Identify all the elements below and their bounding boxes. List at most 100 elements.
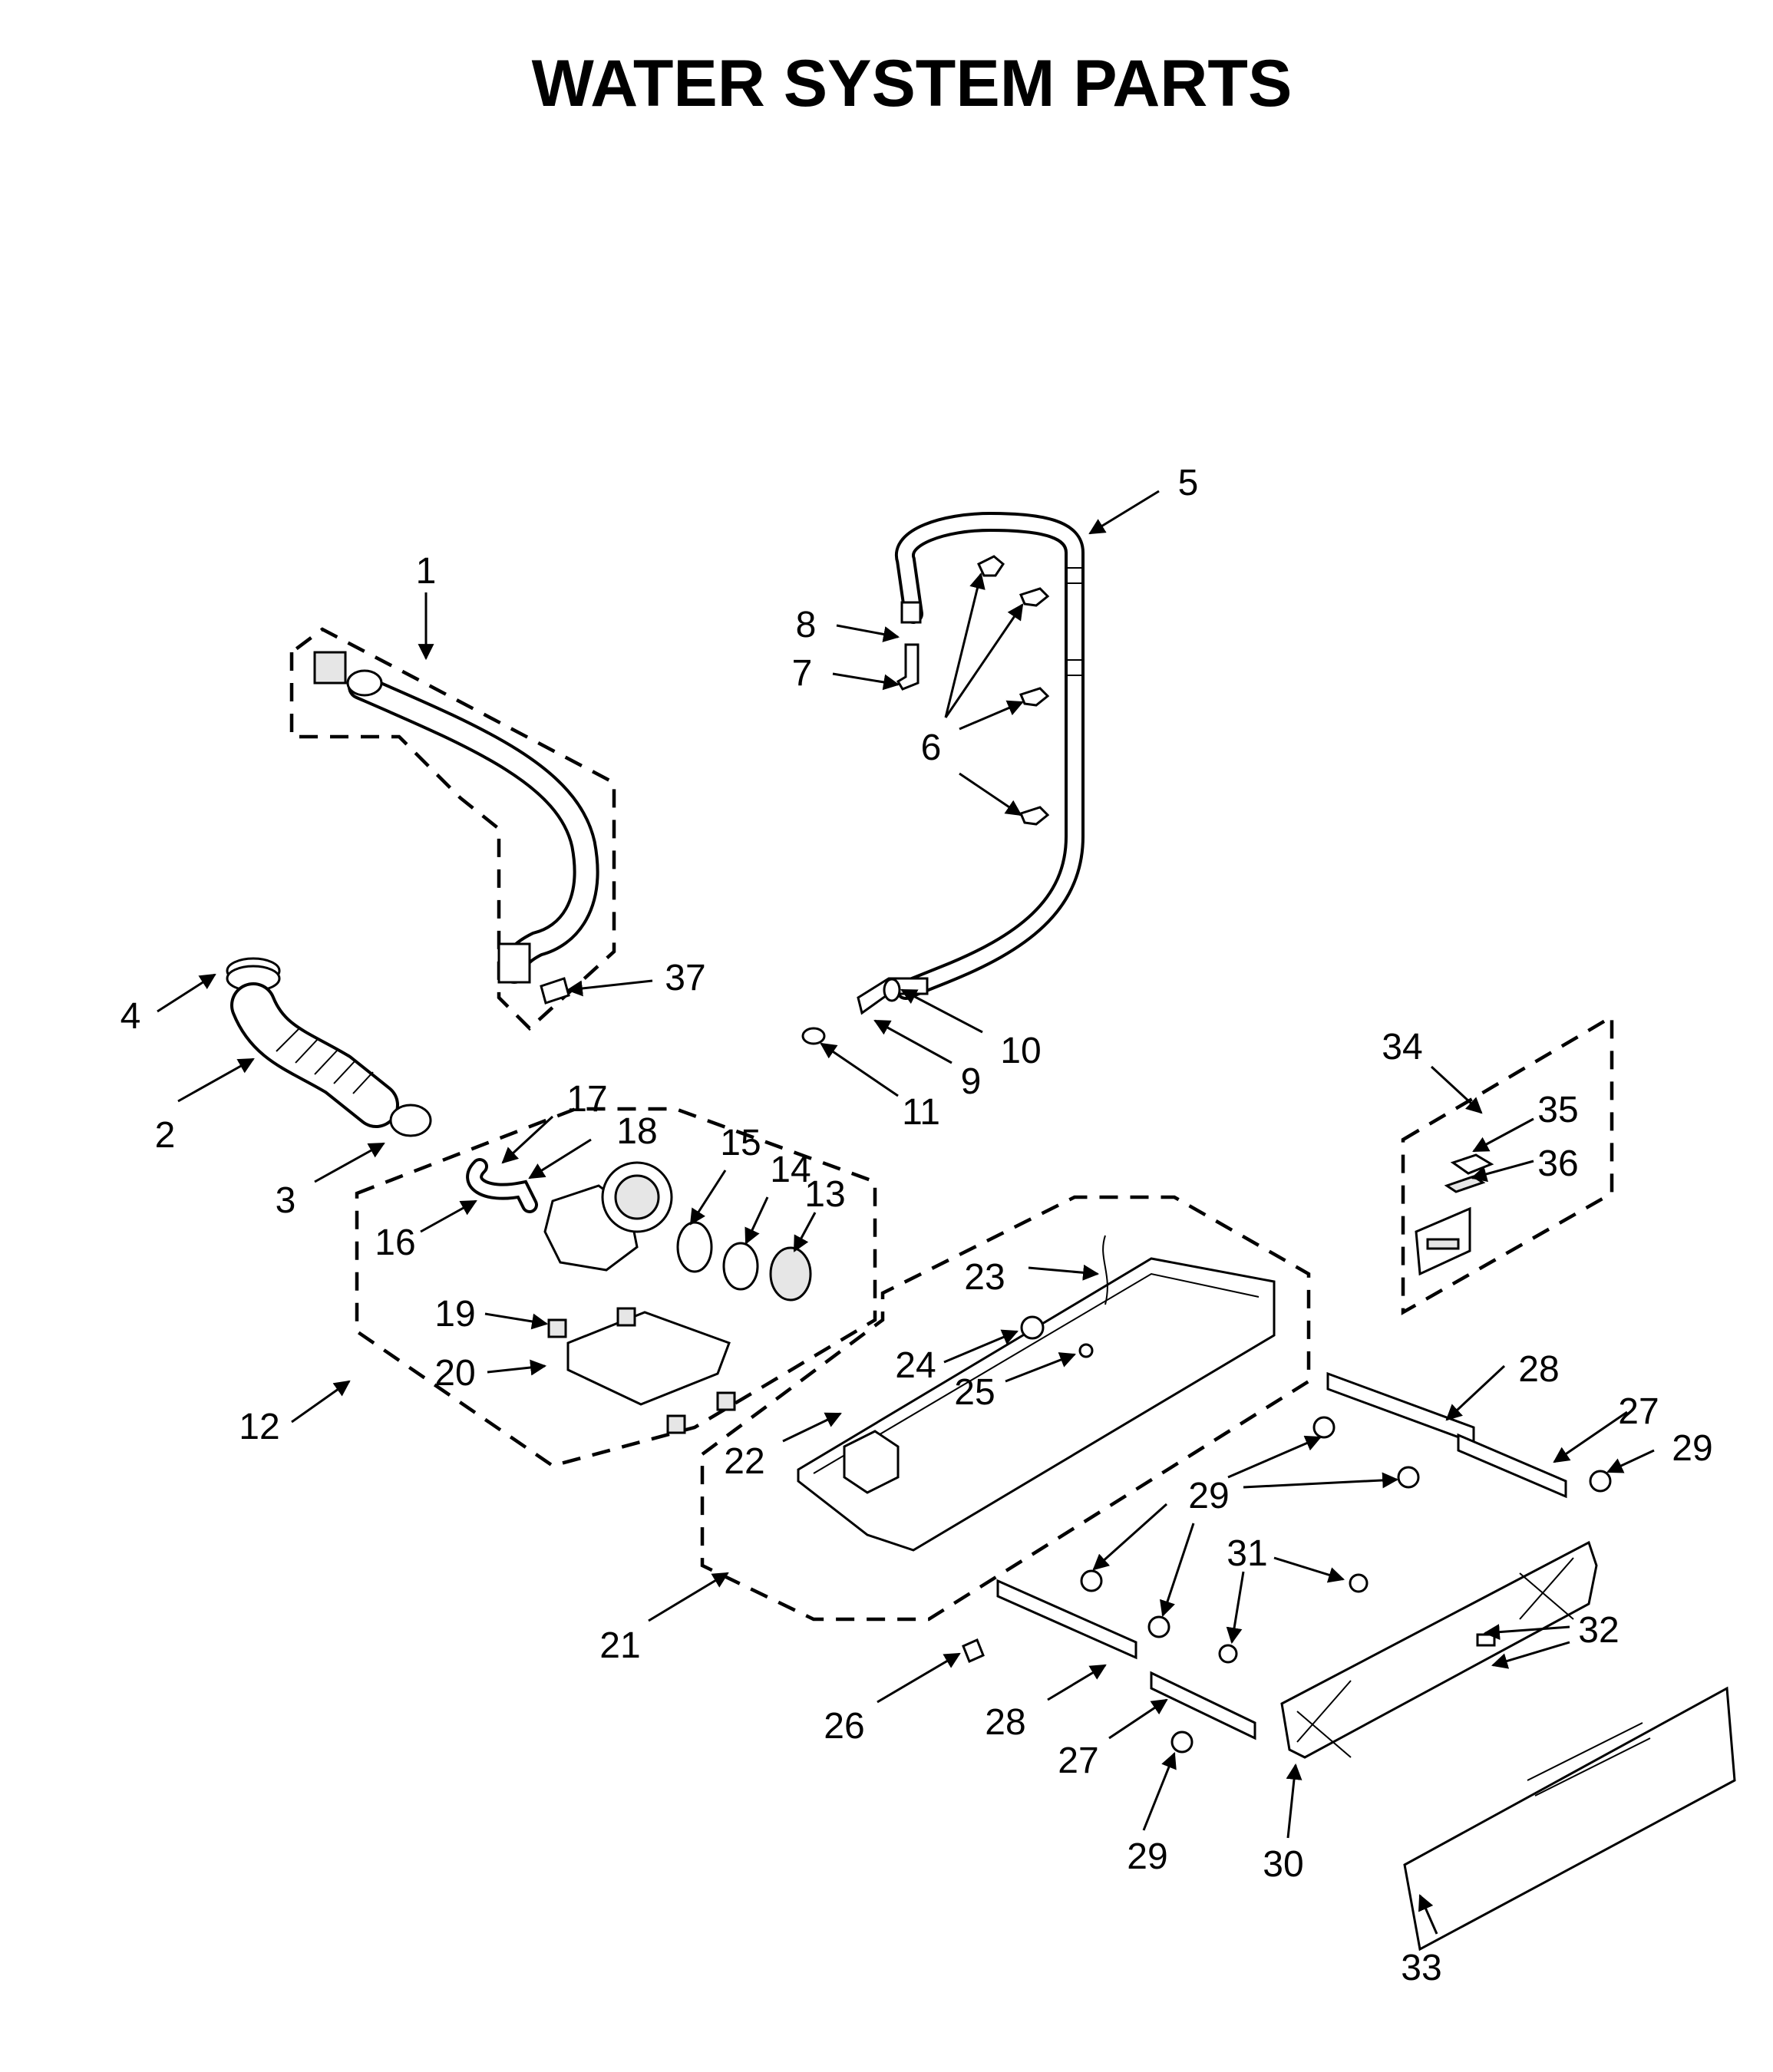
drawer-front-33 bbox=[1403, 1686, 1736, 1952]
leader-6b bbox=[944, 603, 1024, 718]
leader-29d bbox=[1092, 1503, 1168, 1571]
leader-3 bbox=[314, 1142, 385, 1183]
leader-31b bbox=[1226, 1571, 1245, 1645]
callout-18: 18 bbox=[616, 1111, 657, 1152]
callout-27a: 27 bbox=[1618, 1391, 1659, 1432]
callout-21: 21 bbox=[599, 1625, 640, 1666]
callout-24: 24 bbox=[895, 1345, 936, 1386]
part-25-shape bbox=[1078, 1343, 1094, 1358]
mounting-plate bbox=[566, 1311, 731, 1406]
screw-29f bbox=[1170, 1731, 1194, 1754]
grommet-20a bbox=[547, 1318, 567, 1338]
callout-27b: 27 bbox=[1058, 1740, 1098, 1781]
drain-hose-assembly bbox=[289, 627, 616, 1031]
callout-29c: 29 bbox=[1127, 1836, 1167, 1877]
leader-25 bbox=[1005, 1352, 1076, 1383]
leader-14 bbox=[745, 1196, 769, 1245]
leader-11 bbox=[820, 1042, 899, 1097]
leader-21 bbox=[648, 1572, 729, 1622]
leader-29f bbox=[1142, 1752, 1177, 1831]
leader-23 bbox=[1028, 1264, 1100, 1281]
leader-24 bbox=[943, 1329, 1019, 1364]
part-37-shape bbox=[540, 977, 570, 1005]
callout-20: 20 bbox=[434, 1353, 475, 1394]
drawer-assembly bbox=[996, 1371, 1736, 1952]
callout-29b: 29 bbox=[1188, 1476, 1229, 1516]
leader-2 bbox=[177, 1057, 255, 1103]
leader-36 bbox=[1470, 1160, 1534, 1183]
rail-28-right bbox=[1326, 1371, 1475, 1445]
clip-6-set bbox=[977, 555, 1050, 826]
callout-2: 2 bbox=[155, 1115, 176, 1156]
leader-6c bbox=[959, 700, 1024, 731]
drawer-frame-30 bbox=[1280, 1540, 1598, 1759]
leader-26 bbox=[877, 1652, 961, 1704]
callout-35: 35 bbox=[1537, 1090, 1578, 1130]
callout-1: 1 bbox=[416, 551, 437, 592]
callout-4: 4 bbox=[121, 996, 141, 1037]
frame-body bbox=[797, 1257, 1276, 1552]
leader-34 bbox=[1430, 1065, 1483, 1114]
callout-15: 15 bbox=[720, 1123, 761, 1163]
part-8-shape bbox=[900, 601, 922, 624]
leader-16 bbox=[420, 1199, 477, 1233]
filter-14 bbox=[722, 1242, 759, 1291]
leader-13 bbox=[793, 1212, 817, 1252]
valve-22 bbox=[843, 1430, 900, 1494]
group-12-outline bbox=[355, 1107, 877, 1468]
callout-11: 11 bbox=[902, 1092, 940, 1133]
callout-31: 31 bbox=[1227, 1533, 1267, 1574]
screw-26 bbox=[962, 1638, 985, 1664]
callout-16: 16 bbox=[375, 1222, 415, 1263]
callout-5: 5 bbox=[1178, 463, 1199, 503]
leader-32b bbox=[1491, 1641, 1570, 1669]
part-7-shape bbox=[896, 643, 920, 691]
leader-9 bbox=[873, 1019, 953, 1064]
screw-29e bbox=[1147, 1615, 1170, 1638]
callout-13: 13 bbox=[804, 1174, 845, 1215]
leader-6d bbox=[959, 772, 1022, 817]
callout-25: 25 bbox=[954, 1372, 995, 1413]
callout-36: 36 bbox=[1537, 1143, 1578, 1184]
leader-28a bbox=[1445, 1364, 1506, 1421]
callout-37: 37 bbox=[665, 958, 705, 998]
leader-22 bbox=[782, 1412, 842, 1443]
rail-27-right bbox=[1457, 1433, 1567, 1499]
group-1-outline bbox=[289, 627, 616, 1031]
callout-22: 22 bbox=[724, 1441, 764, 1482]
rail-28-left bbox=[996, 1579, 1137, 1660]
clamp-3 bbox=[389, 1104, 432, 1137]
screw-29d bbox=[1080, 1569, 1103, 1592]
part-24-shape bbox=[1020, 1315, 1045, 1340]
callout-28a: 28 bbox=[1518, 1349, 1559, 1390]
leader-32a bbox=[1483, 1624, 1570, 1641]
frame-assembly bbox=[700, 1195, 1311, 1664]
leader-18 bbox=[528, 1138, 592, 1180]
callout-12: 12 bbox=[239, 1407, 279, 1447]
grommet-20b bbox=[666, 1414, 686, 1434]
leader-28b bbox=[1047, 1664, 1107, 1701]
callout-17: 17 bbox=[566, 1079, 607, 1120]
screw-31b bbox=[1218, 1644, 1238, 1664]
leader-27b bbox=[1108, 1698, 1168, 1740]
screw-29c bbox=[1589, 1470, 1612, 1493]
callout-9: 9 bbox=[961, 1061, 982, 1102]
leader-17 bbox=[501, 1115, 554, 1164]
leader-8 bbox=[836, 624, 900, 642]
group-34-outline bbox=[1401, 1014, 1614, 1315]
part-35-shape bbox=[1450, 1153, 1494, 1175]
callout-3: 3 bbox=[276, 1180, 296, 1221]
hose-fitting bbox=[313, 651, 347, 685]
part-11-shape bbox=[801, 1027, 826, 1045]
leader-19 bbox=[484, 1312, 549, 1330]
leader-37 bbox=[566, 979, 653, 997]
callout-labels: 1 2 3 4 5 6 7 8 9 10 11 12 13 14 15 16 1… bbox=[121, 463, 1713, 1988]
leader-29c bbox=[1243, 1472, 1399, 1489]
rail-27-left bbox=[1150, 1671, 1256, 1740]
cap-13 bbox=[769, 1246, 812, 1302]
leader-29e bbox=[1160, 1523, 1195, 1617]
callout-7: 7 bbox=[792, 653, 813, 694]
leader-4 bbox=[157, 973, 216, 1013]
hose-2-assembly bbox=[226, 957, 432, 1137]
